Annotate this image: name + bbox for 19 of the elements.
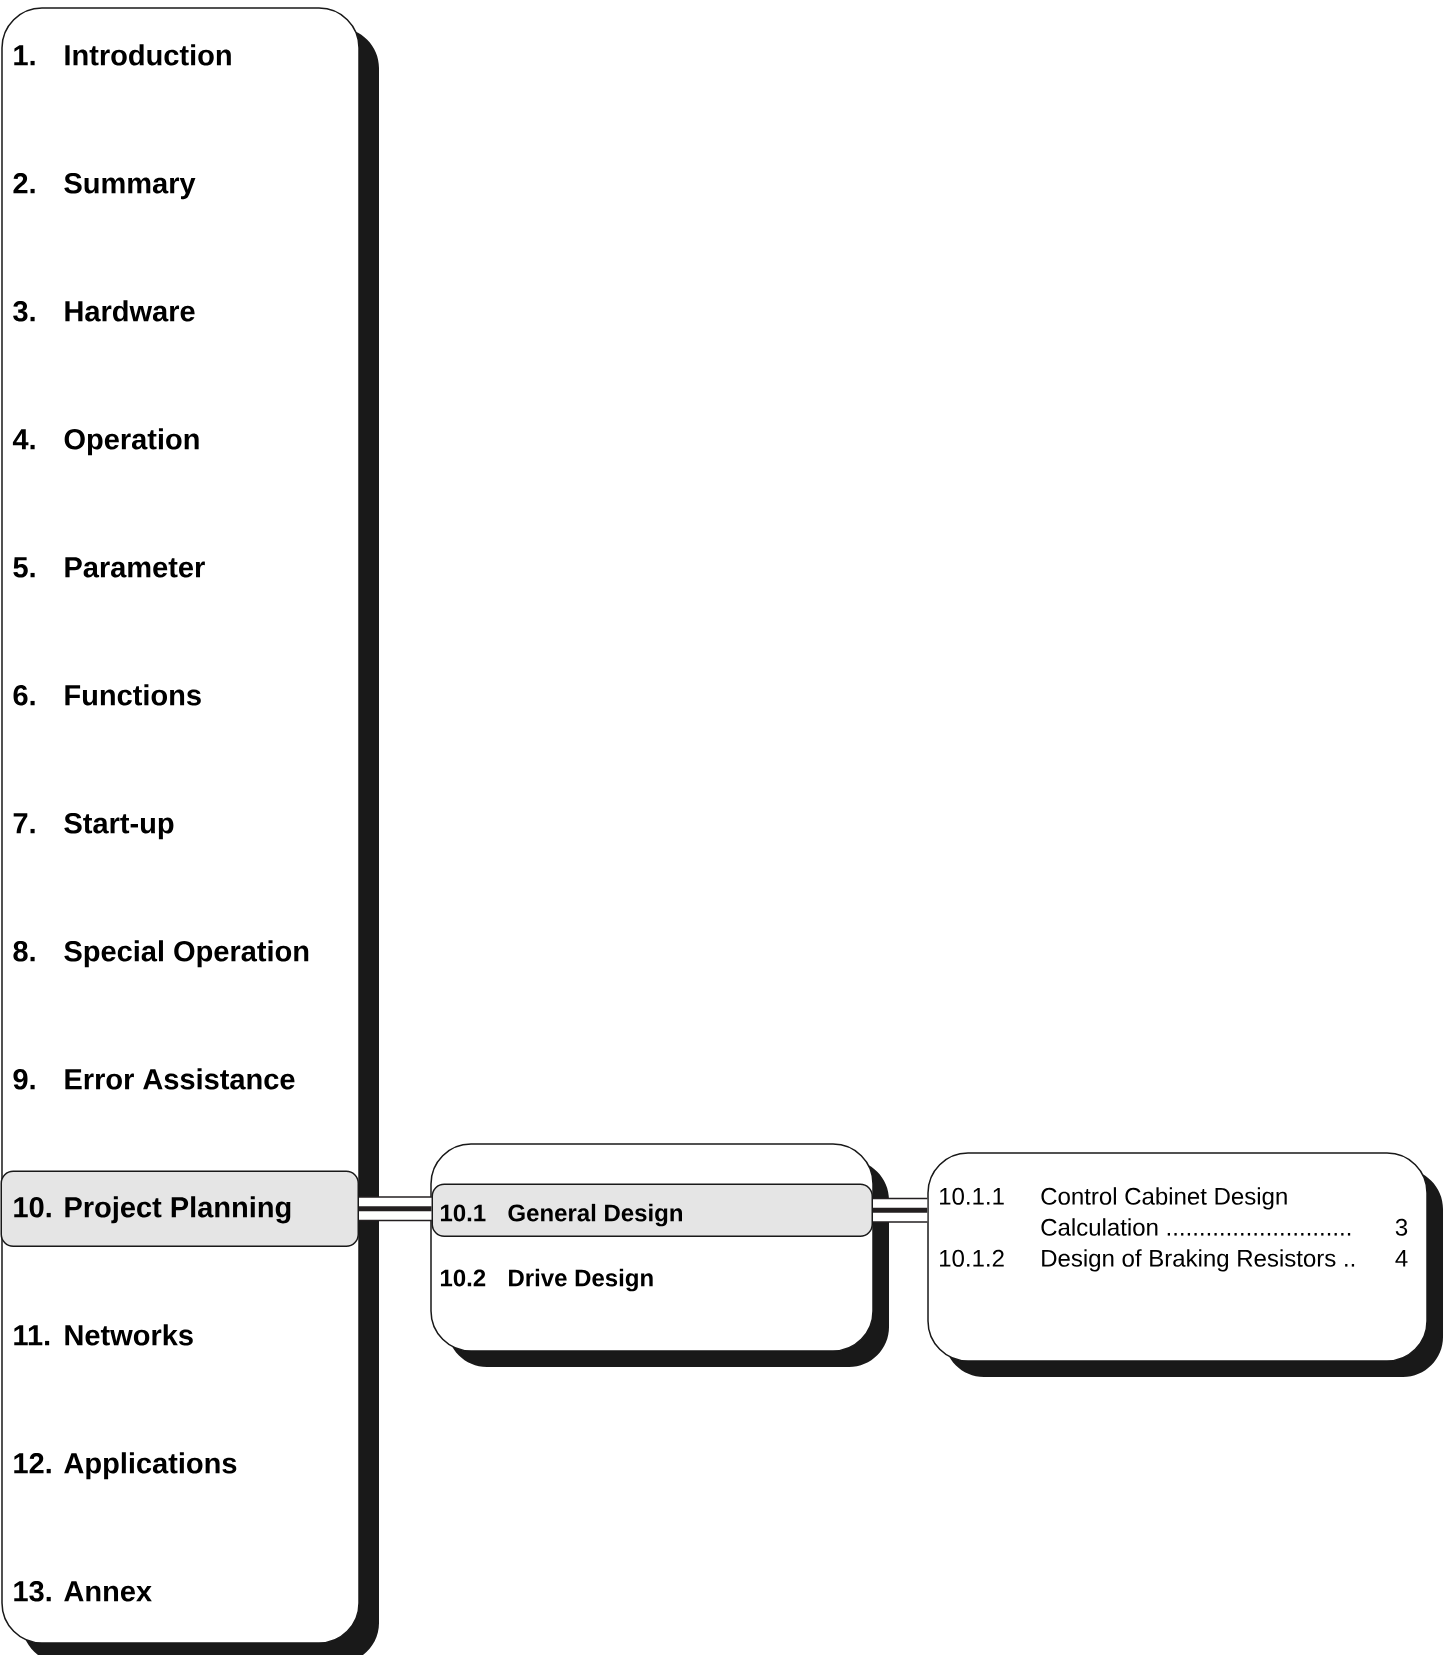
triple-line-connector — [359, 1196, 432, 1222]
rounded-panel: 10.1.1 Control Cabinet Design Calculation ............................ 3 10.1.2 Design of Braking Resistors .. 4 — [927, 1152, 1443, 1377]
menu-entry: 6. Functions — [13, 684, 201, 706]
triple-line-connector — [873, 1197, 928, 1223]
menu-entry: 8. Special Operation — [13, 940, 309, 968]
highlighted-entry: 10.1 General Design — [431, 1183, 873, 1237]
menu-entry: 7. Start-up — [13, 813, 174, 840]
highlighted-entry: 10. Project Planning — [0, 1170, 359, 1247]
menu-entry: 12. Applications — [14, 1452, 237, 1480]
menu-entry: 3. Hardware — [13, 300, 195, 322]
menu-entry: 5. Parameter — [13, 557, 205, 578]
menu-entry: 2. Summary — [13, 173, 196, 200]
menu-entry: 9. Error Assistance — [13, 1068, 295, 1090]
rounded-panel — [1, 7, 379, 1655]
menu-entry: 10.2 Drive Design — [440, 1268, 653, 1292]
menu-entry: 4. Operation — [12, 428, 199, 456]
menu-entry: 1. Introduction — [14, 44, 231, 66]
menu-entry: 11. Networks — [14, 1324, 193, 1346]
menu-entry: 13. Annex — [14, 1581, 152, 1602]
